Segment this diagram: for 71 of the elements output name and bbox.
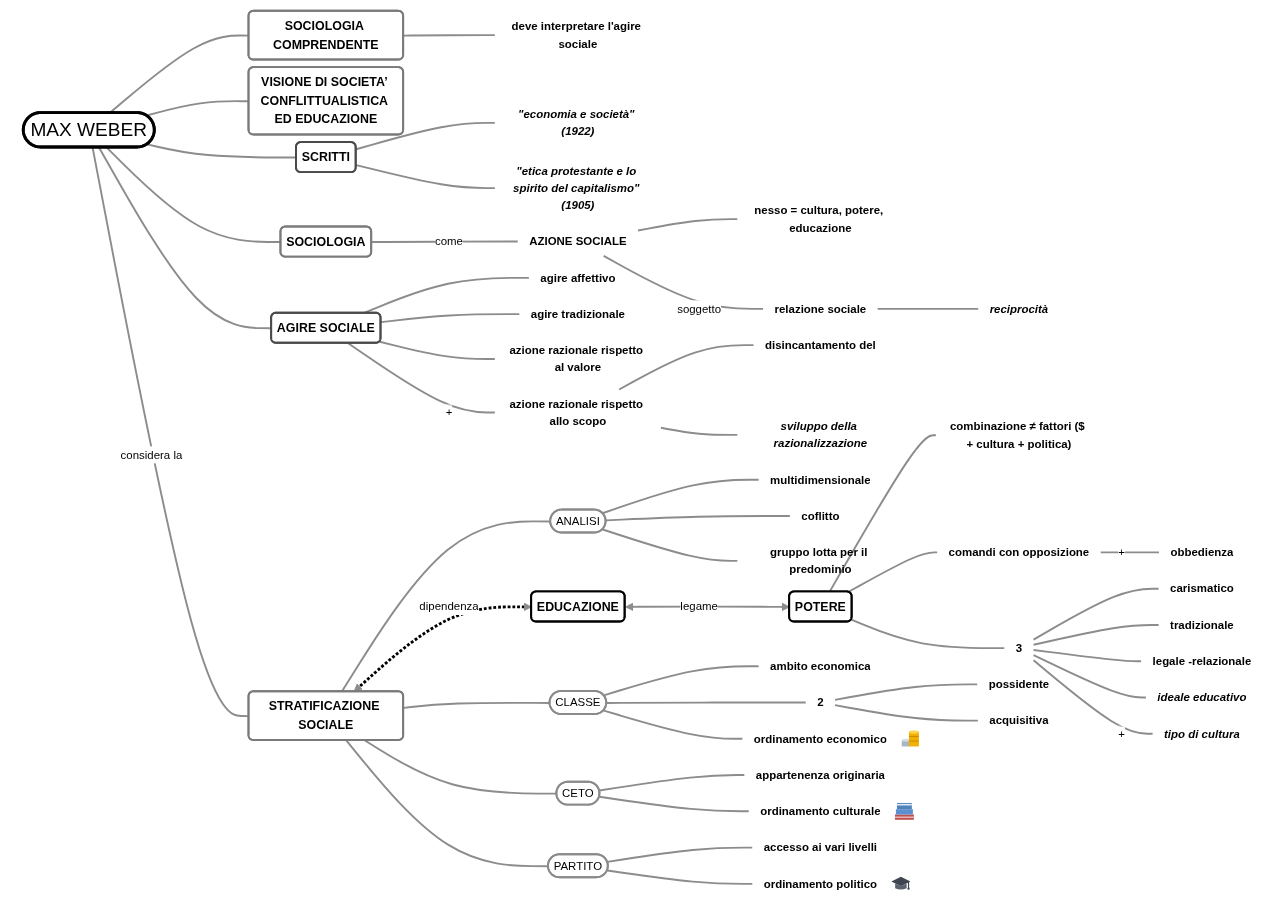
node-text: disincantamento del bbox=[765, 338, 876, 352]
node-text: ordinamento culturale bbox=[760, 804, 881, 818]
node-text: deve interpretare l'agire sociale bbox=[511, 19, 641, 51]
node-text: accesso ai vari livelli bbox=[763, 840, 878, 855]
connector bbox=[378, 340, 496, 360]
node-text: AZIONE SOCIALE bbox=[529, 234, 627, 249]
connector bbox=[602, 709, 744, 740]
node-text: agire tradizionale bbox=[530, 307, 625, 321]
node-text: comandi con opposizione bbox=[948, 545, 1090, 560]
connector bbox=[1032, 649, 1143, 663]
node-text: possidente bbox=[988, 677, 1050, 692]
connector bbox=[876, 307, 980, 310]
connector bbox=[847, 551, 939, 593]
node-text: ideale educativo bbox=[1157, 690, 1247, 705]
connector bbox=[1032, 587, 1160, 641]
connector bbox=[605, 515, 791, 522]
node-text: relazione sociale bbox=[774, 302, 867, 316]
node-text: coflitto bbox=[801, 509, 840, 523]
node-text: 3 bbox=[1015, 641, 1023, 655]
node-text: reciprocità bbox=[989, 302, 1049, 316]
edge-label: come bbox=[434, 234, 463, 249]
node-text: 2 bbox=[817, 695, 824, 710]
node-text: appartenenza originaria bbox=[755, 768, 885, 782]
edge-label: legame bbox=[680, 599, 718, 614]
connector bbox=[834, 683, 979, 701]
edge-label: + bbox=[1118, 727, 1125, 741]
connector bbox=[598, 795, 750, 813]
node-text: tradizionale bbox=[1170, 618, 1234, 632]
connector bbox=[850, 618, 1006, 650]
connector bbox=[659, 426, 739, 436]
node-text: azione razionale rispetto allo scopo bbox=[509, 397, 644, 428]
connector bbox=[828, 434, 937, 593]
node-text: tipo di cultura bbox=[1164, 727, 1240, 741]
node-text: obbedienza bbox=[1170, 545, 1234, 560]
node-text: ambito economica bbox=[770, 659, 871, 673]
connector bbox=[637, 218, 739, 232]
node-text: gruppo lotta per il predominio bbox=[770, 545, 868, 577]
connector bbox=[1099, 551, 1160, 554]
node-text: "etica protestante e lo spirito del capitalismo" (1905) bbox=[513, 164, 640, 212]
node-text: "economia e società" (1922) bbox=[518, 107, 635, 139]
node-text: ordinamento politico bbox=[763, 877, 878, 891]
connector bbox=[1032, 654, 1147, 699]
node-text: ordinamento economico bbox=[753, 732, 887, 746]
node-text: combinazione ≠ fattori ($ + cultura + politica) bbox=[949, 419, 1085, 451]
connector bbox=[601, 478, 760, 515]
edge-label: considera la bbox=[120, 448, 183, 462]
connector bbox=[618, 344, 755, 391]
node-text: acquisitiva bbox=[989, 713, 1049, 728]
connector bbox=[355, 121, 496, 151]
arrow bbox=[353, 602, 532, 692]
node-text: multidimensionale bbox=[770, 473, 871, 487]
connector bbox=[355, 164, 496, 190]
node-text: azione razionale rispetto al valore bbox=[509, 343, 644, 375]
edge-label: soggetto bbox=[677, 302, 722, 316]
edge-label: dipendenza bbox=[419, 599, 479, 614]
node-text: sviluppo della razionalizzazione bbox=[773, 419, 868, 451]
node-text: carismatico bbox=[1170, 581, 1234, 596]
connector bbox=[380, 313, 521, 324]
connector bbox=[606, 869, 754, 885]
node-text: nesso = cultura, potere, educazione bbox=[754, 203, 884, 235]
connector bbox=[834, 704, 979, 722]
edge-label: + bbox=[1118, 545, 1125, 560]
connector bbox=[347, 342, 496, 414]
connector bbox=[606, 846, 754, 863]
node-text: agire affettivo bbox=[540, 271, 616, 285]
connector bbox=[1032, 624, 1160, 646]
edge-label: + bbox=[445, 405, 453, 420]
connector bbox=[1032, 659, 1154, 735]
connector bbox=[602, 665, 760, 697]
node-text: legale -relazionale bbox=[1152, 654, 1252, 668]
connector bbox=[601, 528, 739, 562]
